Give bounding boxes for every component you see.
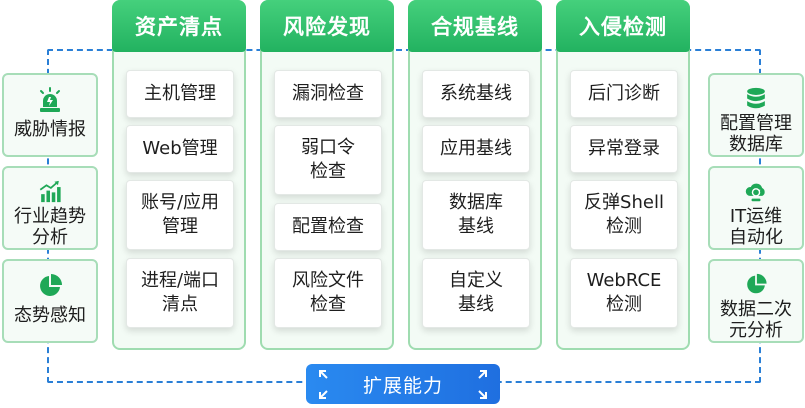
item-application-baseline[interactable]: 应用基线 [422, 125, 530, 173]
right-card-secondary-analysis[interactable]: 数据二次 元分析 [708, 259, 804, 343]
expand-arrow-bottom-right-icon [478, 390, 487, 399]
item-risk-file-check[interactable]: 风险文件 检查 [274, 258, 382, 328]
item-host-management[interactable]: 主机管理 [126, 70, 234, 118]
cloud-sync-icon [745, 183, 765, 202]
left-card-label: 威胁情报 [14, 119, 86, 140]
column-asset-inventory: 资产清点 主机管理 Web管理 账号/应用 管理 进程/端口 清点 [112, 0, 246, 350]
column-compliance-baseline: 合规基线 系统基线 应用基线 数据库 基线 自定义 基线 [408, 0, 542, 350]
column-intrusion-detection: 入侵检测 后门诊断 异常登录 反弹Shell 检测 WebRCE 检测 [556, 0, 690, 350]
item-system-baseline[interactable]: 系统基线 [422, 70, 530, 118]
expand-arrow-top-right-icon [478, 370, 487, 379]
item-webrce-detection[interactable]: WebRCE 检测 [570, 258, 678, 328]
item-vulnerability-check[interactable]: 漏洞检查 [274, 70, 382, 118]
extension-label: 扩展能力 [362, 374, 443, 397]
alarm-light-icon [40, 87, 60, 112]
expand-arrow-top-left-icon [319, 370, 328, 379]
item-account-app-management[interactable]: 账号/应用 管理 [126, 180, 234, 250]
item-database-baseline[interactable]: 数据库 基线 [422, 180, 530, 250]
left-card-label: 态势感知 [14, 305, 86, 326]
right-card-label: IT运维 自动化 [729, 206, 783, 248]
column-title: 风险发现 [260, 0, 394, 52]
column-title: 资产清点 [112, 0, 246, 52]
right-card-cmdb[interactable]: 配置管理 数据库 [708, 73, 804, 157]
trend-chart-icon [39, 180, 61, 203]
left-card-threat-intel[interactable]: 威胁情报 [2, 73, 98, 157]
extension-capability-button[interactable]: 扩展能力 [306, 364, 500, 404]
pie-chart-icon [40, 274, 62, 296]
right-card-it-ops-automation[interactable]: IT运维 自动化 [708, 166, 804, 250]
item-weak-password-check[interactable]: 弱口令 检查 [274, 125, 382, 195]
left-card-label: 行业趋势 分析 [14, 206, 86, 248]
database-icon [747, 87, 765, 109]
left-card-situation-awareness[interactable]: 态势感知 [2, 259, 98, 343]
right-card-label: 数据二次 元分析 [720, 299, 792, 341]
item-abnormal-login[interactable]: 异常登录 [570, 125, 678, 173]
right-card-label: 配置管理 数据库 [720, 113, 792, 155]
item-custom-baseline[interactable]: 自定义 基线 [422, 258, 530, 328]
column-title: 入侵检测 [556, 0, 690, 52]
item-process-port-inventory[interactable]: 进程/端口 清点 [126, 258, 234, 328]
expand-arrow-bottom-left-icon [319, 390, 328, 399]
column-risk-discovery: 风险发现 漏洞检查 弱口令 检查 配置检查 风险文件 检查 [260, 0, 394, 350]
left-card-industry-trend[interactable]: 行业趋势 分析 [2, 166, 98, 250]
item-reverse-shell-detection[interactable]: 反弹Shell 检测 [570, 180, 678, 250]
column-title: 合规基线 [408, 0, 542, 52]
item-backdoor-diagnosis[interactable]: 后门诊断 [570, 70, 678, 118]
item-web-management[interactable]: Web管理 [126, 125, 234, 173]
pie-analysis-icon [747, 273, 767, 294]
item-config-check[interactable]: 配置检查 [274, 203, 382, 251]
